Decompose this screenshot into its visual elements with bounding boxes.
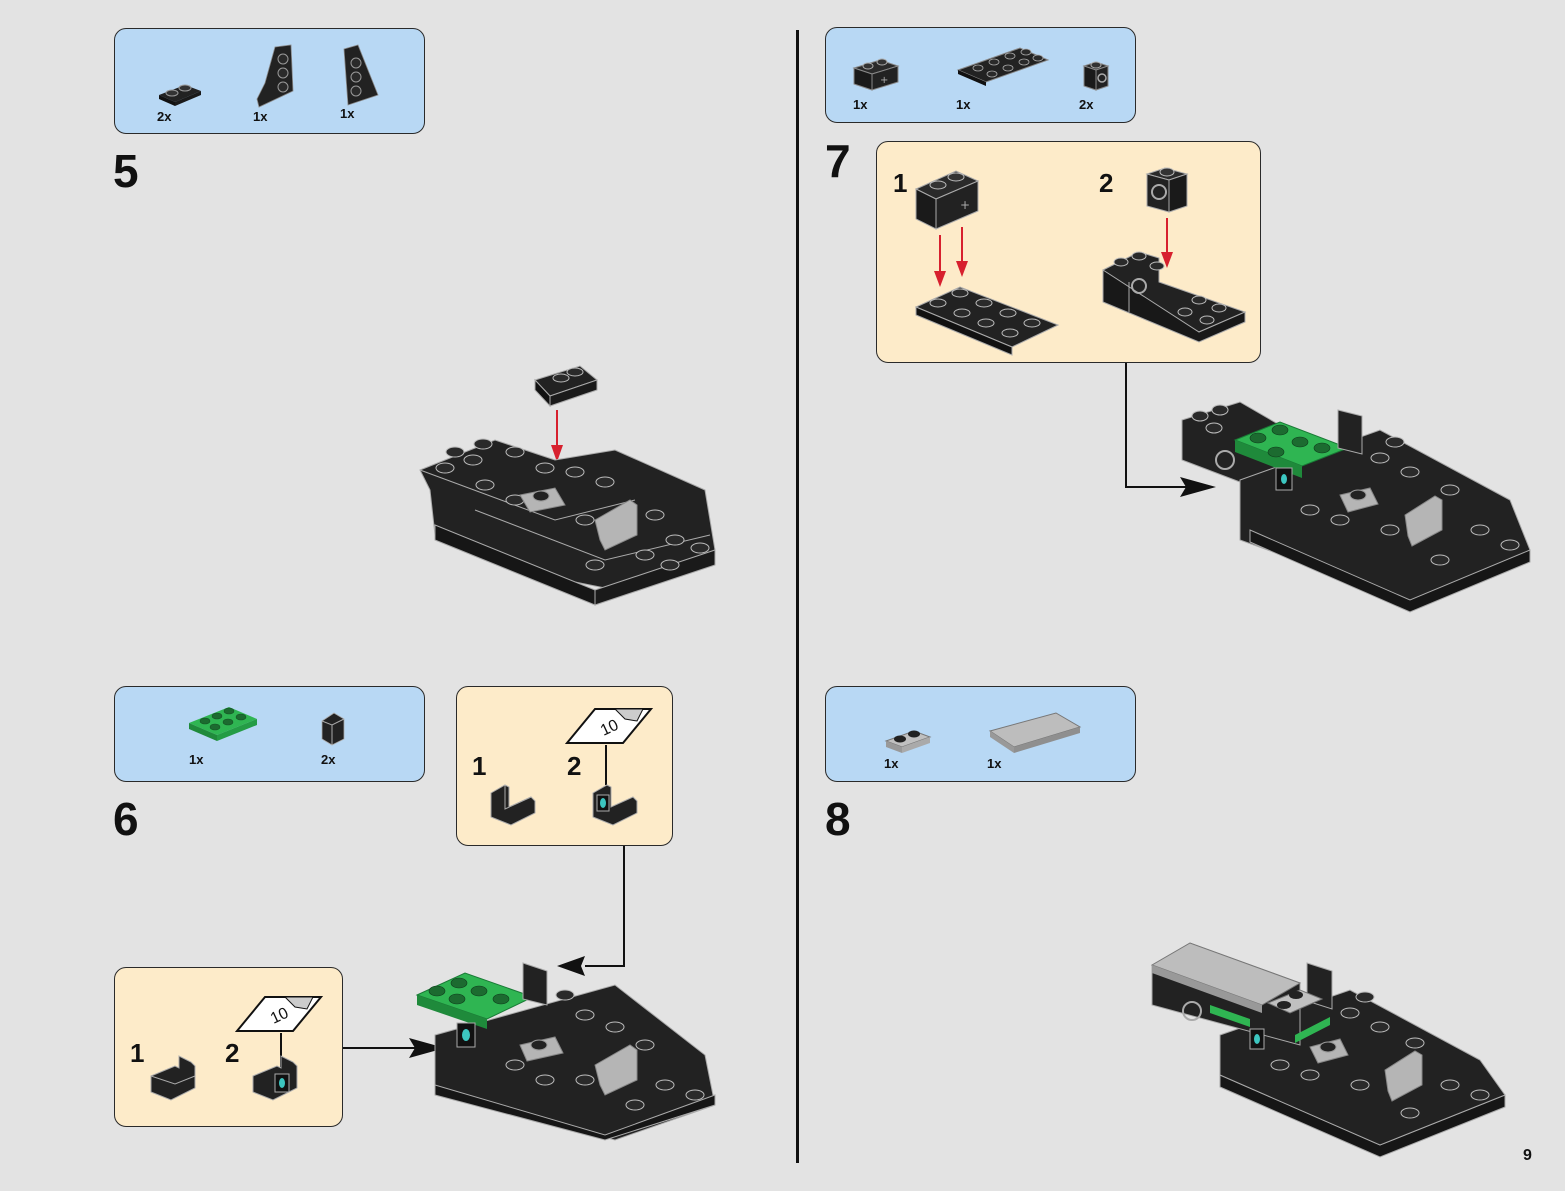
part-qty: 1x bbox=[853, 97, 868, 112]
part-qty: 2x bbox=[321, 752, 336, 767]
green-plate-2x3-icon bbox=[189, 707, 257, 741]
black-brick-1x1-hole-icon bbox=[1082, 61, 1110, 91]
svg-text:+: + bbox=[960, 198, 970, 212]
connector-arrow bbox=[1125, 363, 1216, 497]
svg-text:+: + bbox=[880, 75, 888, 86]
page-number: 9 bbox=[1523, 1147, 1532, 1164]
sub-step-2-illustration bbox=[1102, 167, 1247, 343]
step-7-assembly-illustration bbox=[1181, 401, 1531, 613]
step-6-assembly-illustration bbox=[415, 962, 716, 1141]
panel-with-sticker-icon bbox=[592, 784, 638, 826]
step-8-parts-list: 1x 1x bbox=[825, 686, 1136, 782]
step-6-parts-list: 1x 2x bbox=[114, 686, 425, 782]
black-wedge-plate-right-icon bbox=[343, 44, 379, 106]
gray-plate-1x2-icon bbox=[884, 730, 932, 753]
connector-arrow-left bbox=[343, 1038, 445, 1058]
part-qty: 1x bbox=[987, 756, 1002, 771]
black-plate-2x4-icon bbox=[956, 47, 1050, 86]
step-number: 7 bbox=[825, 135, 851, 187]
sticker-label: 10 bbox=[268, 1005, 291, 1028]
step-number: 8 bbox=[825, 793, 851, 845]
step-7-parts-list: + 1x 1x 2x bbox=[825, 27, 1136, 123]
sticker-sheet-icon: 10 bbox=[564, 708, 654, 744]
part-qty: 1x bbox=[340, 106, 355, 121]
part-qty: 2x bbox=[157, 109, 172, 124]
step-6-sub-assembly-top: 1 2 10 bbox=[456, 686, 673, 846]
sticker-sheet-icon: 10 bbox=[234, 996, 324, 1032]
green-stripe bbox=[1210, 1005, 1250, 1027]
part-qty: 1x bbox=[884, 756, 899, 771]
step-5-parts-list: 2x 1x 1x bbox=[114, 28, 425, 134]
step-7-sub-assembly: 1 + 2 bbox=[876, 141, 1261, 363]
sub-step-number: 2 bbox=[567, 751, 582, 781]
black-panel-corner-icon bbox=[150, 1055, 196, 1101]
black-panel-corner-icon bbox=[490, 784, 536, 826]
black-brick-1x2-axle-hole-icon: + bbox=[852, 58, 900, 91]
panel-with-sticker-icon bbox=[252, 1055, 298, 1101]
step-number: 6 bbox=[113, 793, 139, 845]
part-qty: 1x bbox=[956, 97, 971, 112]
green-stripe bbox=[1295, 1017, 1330, 1043]
black-plate-1x2-icon bbox=[159, 84, 201, 106]
sub-step-1-illustration: + bbox=[914, 170, 1060, 356]
sub-step-number: 1 bbox=[893, 168, 908, 198]
sub-step-number: 2 bbox=[225, 1038, 240, 1068]
step-number: 5 bbox=[113, 145, 139, 197]
sticker-pointer-line bbox=[605, 745, 607, 785]
step-8-assembly-illustration bbox=[1150, 942, 1506, 1158]
part-qty: 1x bbox=[253, 109, 268, 124]
sub-step-number: 2 bbox=[1099, 168, 1114, 198]
gray-tile-2x4-icon bbox=[988, 712, 1082, 753]
part-qty: 1x bbox=[189, 752, 204, 767]
step-5-assembly-illustration bbox=[419, 365, 716, 606]
black-wedge-plate-left-icon bbox=[256, 44, 294, 108]
sub-step-number: 1 bbox=[130, 1038, 145, 1068]
sub-step-number: 1 bbox=[472, 751, 487, 781]
black-panel-corner-icon bbox=[321, 712, 345, 746]
gray-panel bbox=[594, 499, 638, 551]
part-qty: 2x bbox=[1079, 97, 1094, 112]
sticker-label: 10 bbox=[598, 717, 621, 740]
step-6-sub-assembly-bottom: 1 2 10 bbox=[114, 967, 343, 1127]
page-divider bbox=[796, 30, 799, 1163]
connector-arrow-top bbox=[557, 846, 625, 976]
